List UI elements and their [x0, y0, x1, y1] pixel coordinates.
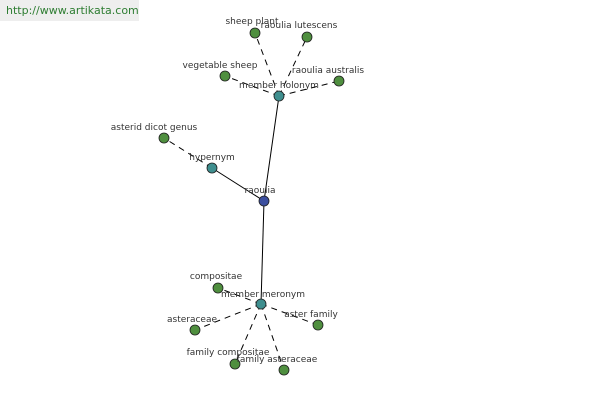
edge-raoulia-to-hypernym: [211, 167, 265, 202]
node-label-raoulia: raoulia: [245, 186, 276, 196]
node-dot-member-holonym[interactable]: [273, 90, 285, 102]
node-member-meronym[interactable]: member meronym: [221, 290, 305, 310]
node-label-member-holonym: member holonym: [239, 81, 319, 91]
node-label-asteraceae: asteraceae: [167, 315, 217, 325]
node-raoulia[interactable]: raoulia: [245, 186, 276, 207]
nodes-layer: raoulia member holonym hypernym member mero…: [111, 17, 364, 376]
edge-raoulia-to-member-holonym: [263, 95, 280, 202]
node-label-sheep-plant: sheep plant: [225, 17, 278, 27]
edge-raoulia-to-member-meronym: [260, 200, 265, 305]
node-dot-asteraceae[interactable]: [189, 324, 201, 336]
node-label-vegetable-sheep: vegetable sheep: [183, 61, 258, 71]
node-dot-vegetable-sheep[interactable]: [219, 70, 231, 82]
node-sheep-plant[interactable]: sheep plant: [225, 17, 279, 39]
node-label-hypernym: hypernym: [189, 153, 235, 163]
node-dot-asterid-dicot-genus[interactable]: [158, 132, 170, 144]
edges-layer: [163, 32, 340, 371]
edge-member-meronym-to-family-asteraceae: [260, 303, 285, 371]
node-hypernym[interactable]: hypernym: [189, 153, 235, 174]
edge-member-holonym-to-sheep-plant: [254, 32, 280, 97]
node-label-compositae: compositae: [190, 272, 243, 282]
edge-member-meronym-to-asteraceae: [194, 303, 262, 331]
node-label-raoulia-lutescens: raoulia lutescens: [261, 21, 338, 31]
node-asterid-dicot-genus[interactable]: asterid dicot genus: [111, 123, 198, 144]
node-vegetable-sheep[interactable]: vegetable sheep: [183, 61, 258, 82]
node-compositae[interactable]: compositae: [190, 272, 243, 294]
node-family-compositae[interactable]: family compositae: [187, 348, 270, 370]
node-dot-aster-family[interactable]: [312, 319, 324, 331]
edge-member-meronym-to-compositae: [217, 287, 262, 305]
node-member-holonym[interactable]: member holonym: [239, 81, 319, 102]
node-dot-raoulia-lutescens[interactable]: [301, 31, 313, 43]
edge-member-holonym-to-vegetable-sheep: [224, 75, 280, 97]
node-label-raoulia-australis: raoulia australis: [292, 66, 364, 76]
node-family-asteraceae[interactable]: family asteraceae: [237, 355, 318, 376]
node-dot-raoulia-australis[interactable]: [333, 75, 345, 87]
node-label-family-asteraceae: family asteraceae: [237, 355, 318, 365]
node-dot-member-meronym[interactable]: [255, 298, 267, 310]
node-aster-family[interactable]: aster family: [284, 310, 338, 331]
node-label-member-meronym: member meronym: [221, 290, 305, 300]
node-dot-family-compositae[interactable]: [229, 358, 241, 370]
edge-hypernym-to-asterid-dicot-genus: [163, 137, 213, 169]
node-raoulia-australis[interactable]: raoulia australis: [292, 66, 364, 87]
node-label-family-compositae: family compositae: [187, 348, 270, 358]
node-raoulia-lutescens[interactable]: raoulia lutescens: [261, 21, 338, 43]
node-dot-hypernym[interactable]: [206, 162, 218, 174]
node-asteraceae[interactable]: asteraceae: [167, 315, 217, 336]
node-label-aster-family: aster family: [284, 310, 338, 320]
node-dot-raoulia[interactable]: [258, 195, 270, 207]
node-dot-sheep-plant[interactable]: [249, 27, 261, 39]
node-dot-family-asteraceae[interactable]: [278, 364, 290, 376]
watermark-url: http://www.artikata.com: [0, 0, 139, 21]
node-dot-compositae[interactable]: [212, 282, 224, 294]
node-label-asterid-dicot-genus: asterid dicot genus: [111, 123, 198, 133]
